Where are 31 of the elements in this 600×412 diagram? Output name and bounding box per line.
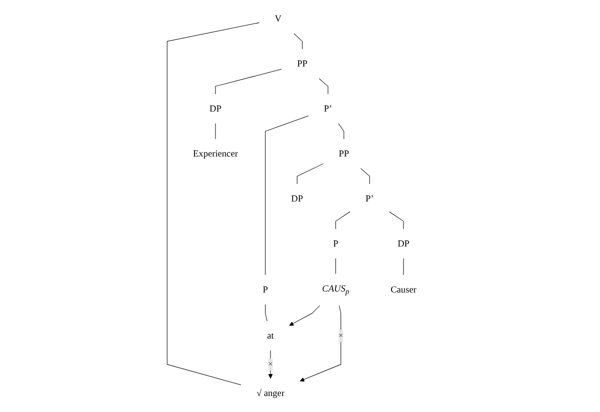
connector — [389, 212, 404, 230]
node-text: V — [275, 13, 282, 24]
node-text: √ anger — [256, 388, 285, 398]
connector — [216, 68, 282, 94]
node-text: DP — [210, 103, 222, 114]
node-text: at — [268, 330, 274, 341]
connector — [297, 163, 324, 184]
node-text: P — [263, 284, 268, 295]
connector — [336, 212, 351, 230]
connector — [266, 304, 268, 322]
connector — [167, 22, 260, 386]
connector — [338, 123, 345, 140]
connector — [266, 116, 310, 276]
arrow — [268, 350, 274, 379]
node-text: DP — [398, 238, 410, 249]
connector — [360, 168, 370, 184]
node-text: CAUS$_{p}$ — [322, 283, 350, 296]
connector — [294, 33, 303, 50]
node-text: Experiencer — [193, 148, 238, 159]
connector — [319, 78, 329, 94]
node-text: DP — [292, 193, 304, 204]
node-text: P’ — [366, 193, 374, 204]
node-text: P — [334, 238, 339, 249]
edge-label: × — [268, 360, 274, 369]
node-text: Causer — [391, 284, 417, 295]
node-text: P’ — [324, 103, 333, 114]
node-text: PP — [339, 148, 350, 159]
arrow — [290, 305, 321, 326]
arrow — [300, 305, 342, 382]
node-text: PP — [298, 58, 308, 69]
edge-label: × — [338, 331, 344, 340]
